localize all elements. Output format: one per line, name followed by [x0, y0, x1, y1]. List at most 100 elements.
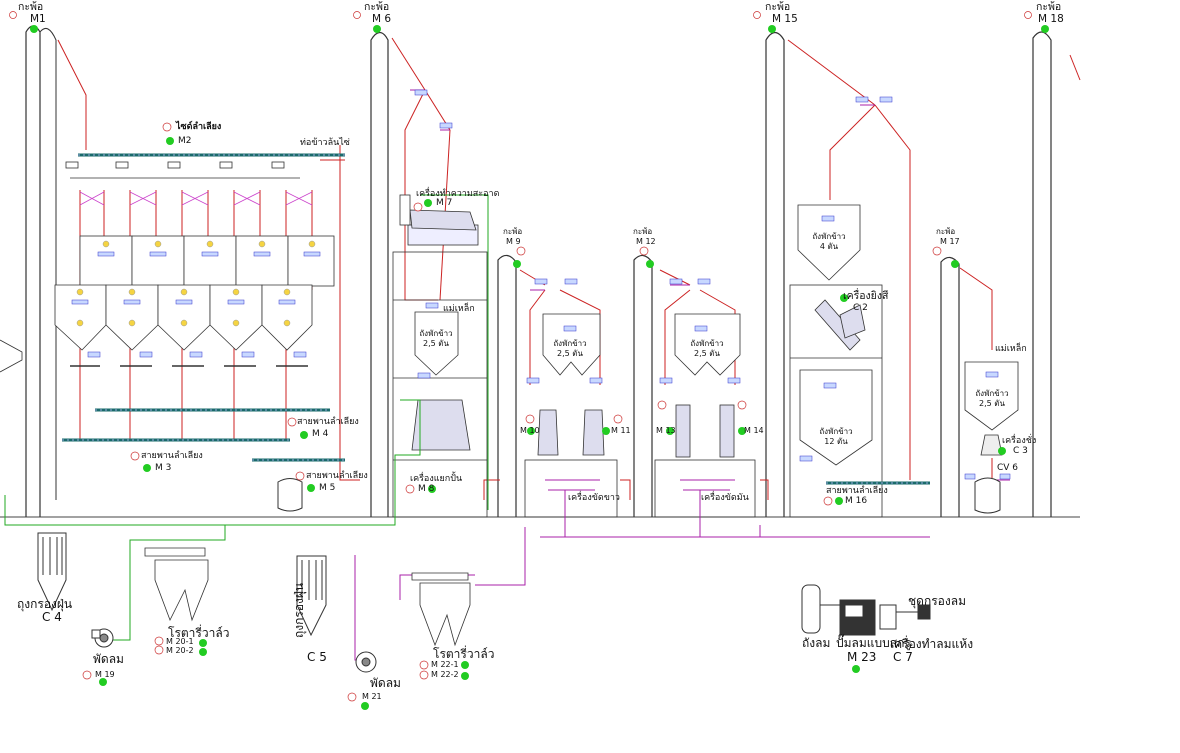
elevator-m9	[497, 254, 517, 517]
polisher-code-m13: M 13	[656, 426, 676, 435]
elevator-m18-label: กะพ้อ	[1036, 1, 1062, 13]
cyclone-rotary-2	[411, 572, 471, 647]
whitener-machines	[537, 409, 605, 456]
tank-1-label-b: 2,5 ตัน	[423, 339, 449, 348]
tank-5-label-a: ถังพักข้าว	[819, 427, 853, 436]
elevator-m12-label: กะพ้อ	[633, 227, 653, 236]
diverter-valves-row	[65, 161, 300, 179]
magnet-2-label: แม่เหล็ก	[995, 344, 1027, 354]
status-lights	[30, 25, 1049, 710]
fan-1-label: พัดลม	[93, 652, 124, 666]
elevator-m12	[633, 254, 653, 517]
conveyor-m5-label: สายพานลำเลียง	[306, 471, 368, 481]
dust-bag-filter-c4	[37, 532, 67, 612]
rice-bag-2	[974, 477, 1001, 514]
rotary-2-code-2: M 22-2	[431, 670, 459, 679]
sorter-code: C 2	[853, 303, 868, 313]
elevator-m9-code: M 9	[506, 237, 521, 246]
air-tank-label: ถังลม	[802, 636, 831, 650]
rotary-2-code-1: M 22-1	[431, 660, 459, 669]
cleaner-code: M 7	[436, 198, 453, 208]
polisher-section-frame	[654, 459, 756, 518]
elevator-m18-code: M 18	[1038, 13, 1064, 25]
dust-bag-2-code: C 5	[307, 650, 327, 664]
tank-3-label-b: 2,5 ตัน	[694, 349, 720, 358]
polisher-label: เครื่องขัดมัน	[701, 493, 749, 503]
cleaner-label: เครื่องทำความสะอาด	[416, 189, 500, 199]
scale-code: C 3	[1013, 446, 1028, 456]
air-lines	[4, 194, 489, 641]
conveyor-m2-title: ไซด์ลำเลียง	[176, 122, 222, 132]
tank-12t	[799, 369, 873, 466]
rotary-2-label: โรตารี่วาล์ว	[433, 647, 495, 661]
conveyor-m16-label: สายพานลำเลียง	[826, 486, 888, 496]
elevator-m9-label: กะพ้อ	[503, 227, 523, 236]
tank-4t	[797, 204, 861, 281]
conveyor-m5-code: M 5	[319, 483, 336, 493]
tag-circles	[9, 11, 1032, 702]
tank-5-label-b: 12 ตัน	[824, 437, 848, 446]
elevator-m6	[370, 31, 389, 517]
elevator-m18	[1032, 31, 1081, 517]
fan-1-code: M 19	[95, 670, 115, 679]
separator-label: เครื่องแยกปั้น	[410, 474, 463, 484]
magnet-1-label: แม่เหล็ก	[443, 304, 475, 314]
separator-code: M 8	[418, 484, 435, 494]
polisher-machines	[675, 404, 735, 458]
whitener-code-m11: M 11	[611, 426, 631, 435]
air-dryer-code: C 7	[893, 650, 913, 664]
tank-2-label-a: ถังพักข้าว	[553, 339, 587, 348]
tank-1-label-a: ถังพักข้าว	[419, 329, 453, 338]
conveyor-m3-code: M 3	[155, 463, 172, 473]
whitener-label: เครื่องขัดขาว	[568, 493, 620, 503]
dust-bag-filter-c5	[296, 555, 327, 637]
separator-machine	[411, 399, 471, 451]
fan-m19	[91, 628, 114, 648]
dust-bag-1-label: ถุงกรองฝุ่น	[17, 597, 73, 611]
elevator-m1	[25, 25, 57, 517]
scale-label: เครื่องชั่ง	[1002, 436, 1037, 446]
tank-2-5t-d	[964, 361, 1019, 431]
tank-6-label-a: ถังพักข้าว	[975, 389, 1009, 398]
conveyor-m3-label: สายพานลำเลียง	[141, 451, 203, 461]
left-edge-hopper	[0, 339, 23, 373]
conveyor-m4-label: สายพานลำเลียง	[297, 417, 359, 427]
air-pump-code: M 23	[847, 650, 877, 664]
conveyor-m2-code: M2	[178, 136, 192, 146]
cv6-label: CV 6	[997, 463, 1019, 473]
tank-3-label-a: ถังพักข้าว	[690, 339, 724, 348]
cleaner-machine	[399, 194, 479, 246]
silo-indicators	[71, 240, 321, 327]
elevator-m17-code: M 17	[940, 237, 960, 246]
tank-4-label-b: 4 ตัน	[819, 242, 839, 251]
conveyor-m4-code: M 4	[312, 429, 329, 439]
tank-2-5t-b	[542, 313, 601, 376]
tank-6-label-b: 2,5 ตัน	[979, 399, 1005, 408]
rotary-1-label: โรตารี่วาล์ว	[168, 626, 230, 640]
color-sorter-machine	[814, 299, 866, 351]
overflow-pipe-label: ท่อข้าวล้นไซ่	[300, 138, 350, 148]
fan-2-code: M 21	[362, 692, 382, 701]
silo-bank-lower	[54, 284, 313, 351]
dust-bag-1-code: C 4	[42, 610, 62, 624]
elevator-m1-label: กะพ้อ	[18, 1, 44, 13]
tank-2-5t-a	[414, 311, 459, 376]
tank-4-label-a: ถังพักข้าว	[812, 232, 846, 241]
tank-2-5t-c	[674, 313, 741, 376]
sorter-section-frame	[789, 284, 883, 518]
whitener-code-m10: M 10	[520, 426, 540, 435]
cleaning-section-frame	[392, 251, 488, 518]
elevator-m6-code: M 6	[372, 13, 392, 25]
elevator-m6-label: กะพ้อ	[364, 1, 390, 13]
sensor-tags	[414, 89, 1011, 480]
fan-2-label: พัดลม	[370, 676, 401, 690]
rotary-1-code-1: M 20-1	[166, 637, 194, 646]
elevator-m12-code: M 12	[636, 237, 656, 246]
cyclone-rotary-1	[144, 547, 209, 622]
air-compressor-system	[801, 584, 931, 636]
tank-2-label-b: 2,5 ตัน	[557, 349, 583, 358]
rotary-1-code-2: M 20-2	[166, 646, 194, 655]
elevator-m17	[940, 256, 960, 517]
diverter-crosses	[79, 191, 313, 206]
